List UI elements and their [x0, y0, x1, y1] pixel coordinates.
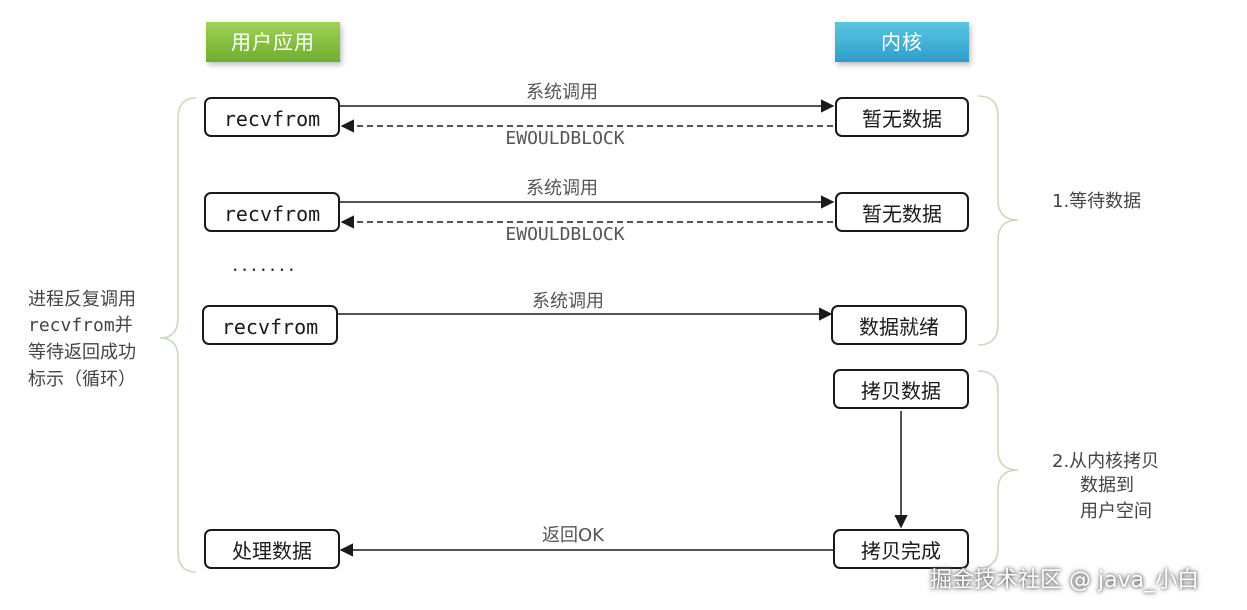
- kernel-state-box-1: 暂无数据: [835, 97, 969, 137]
- ellipsis: .......: [232, 252, 298, 276]
- return-ok-label: 返回OK: [542, 525, 604, 546]
- return-label-1: EWOULDBLOCK: [505, 128, 625, 149]
- watermark: 掘金技术社区 @ java_小白: [930, 568, 1200, 593]
- copy-brace: [977, 370, 1019, 569]
- process-data-box: 处理数据: [204, 529, 340, 569]
- phase-copy-label-1: 2.从内核拷贝: [1052, 451, 1160, 472]
- copy-done-box: 拷贝完成: [833, 529, 969, 569]
- return-label-2: EWOULDBLOCK: [505, 224, 625, 245]
- syscall-label-1: 系统调用: [526, 82, 598, 103]
- user-app-header: 用户应用: [206, 22, 340, 62]
- left-note-line-1: 进程反复调用: [28, 289, 136, 310]
- phase-wait-label: 1.等待数据: [1052, 191, 1142, 212]
- left-brace: [159, 97, 197, 573]
- copy-data-box: 拷贝数据: [833, 369, 969, 409]
- syscall-label-3: 系统调用: [532, 291, 604, 312]
- wait-brace: [977, 95, 1019, 346]
- phase-copy-label-2: 数据到: [1080, 475, 1134, 496]
- syscall-label-2: 系统调用: [526, 178, 598, 199]
- left-note-line-3: 等待返回成功: [28, 342, 136, 363]
- recvfrom-box-3: recvfrom: [202, 305, 338, 345]
- kernel-state-box-2: 暂无数据: [835, 192, 969, 232]
- phase-copy-label-3: 用户空间: [1080, 501, 1152, 522]
- kernel-header: 内核: [835, 22, 969, 62]
- kernel-state-box-3: 数据就绪: [831, 305, 967, 345]
- left-note-line-4: 标示（循环）: [28, 369, 136, 390]
- recvfrom-box-2: recvfrom: [204, 192, 340, 232]
- left-note-line-2: recvfrom并: [28, 315, 133, 336]
- recvfrom-box-1: recvfrom: [204, 97, 340, 137]
